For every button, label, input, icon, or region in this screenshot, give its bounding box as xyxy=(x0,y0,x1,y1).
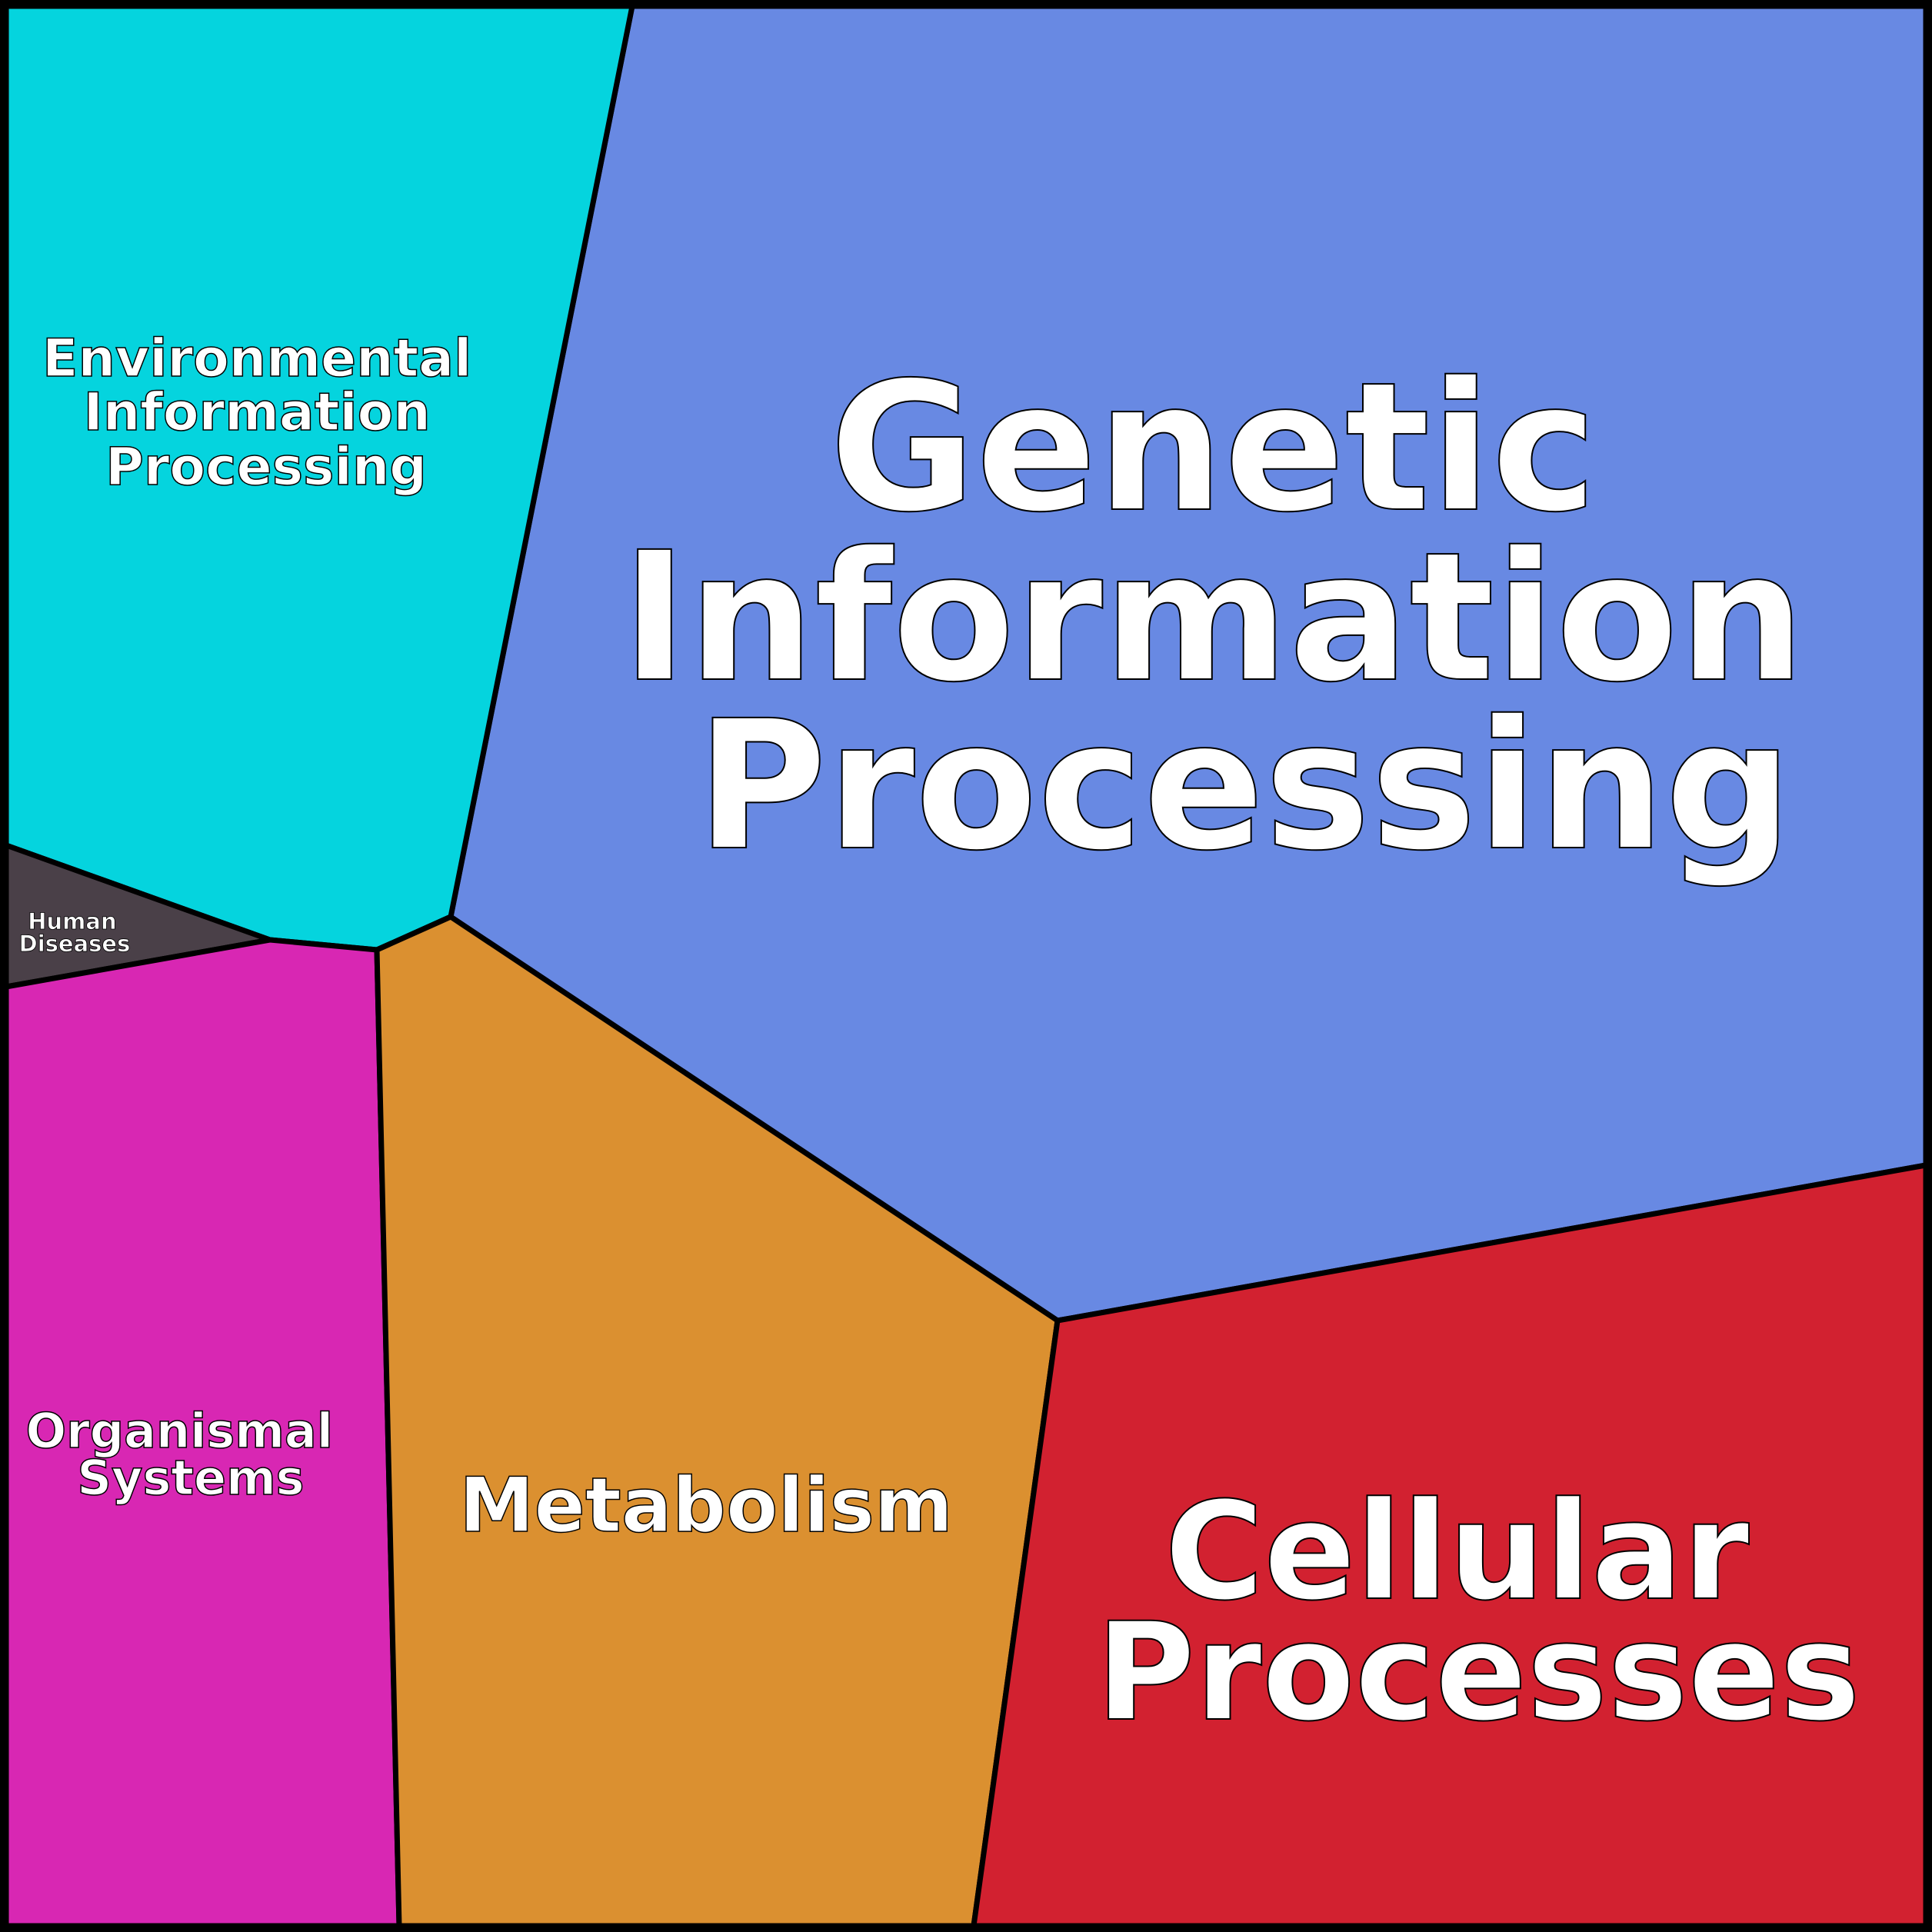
label-cellular-processes: Cellular Processes xyxy=(1096,1473,1860,1751)
label-organismal-systems: Organismal Systems xyxy=(25,1403,349,1506)
label-environmental-information-processing: Environmental Information Processing xyxy=(42,328,490,498)
label-genetic-information-processing: Genetic Information Processing xyxy=(621,344,1867,890)
label-human-diseases: Human Diseases xyxy=(19,908,131,957)
label-metabolism: Metabolism xyxy=(459,1462,953,1550)
